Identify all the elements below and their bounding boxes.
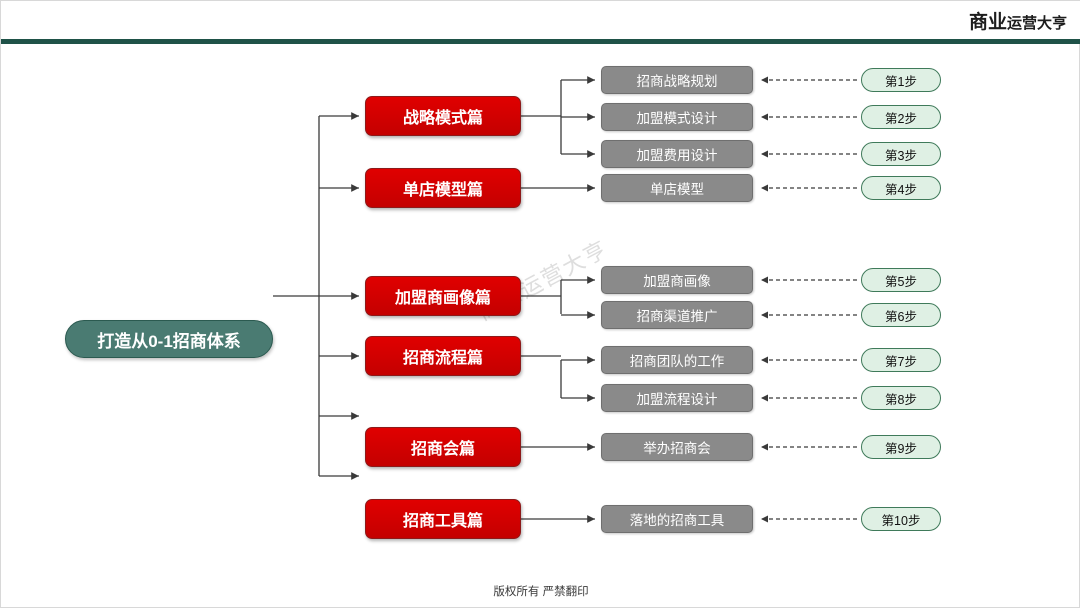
step-badge-4[interactable]: 第4步	[861, 176, 941, 200]
step-badge-label: 第1步	[885, 74, 917, 89]
step-badge-1[interactable]: 第1步	[861, 68, 941, 92]
leaf-node-label: 加盟商画像	[643, 274, 711, 289]
branch-node-3[interactable]: 加盟商画像篇	[365, 276, 521, 316]
leaf-node-label: 落地的招商工具	[629, 513, 725, 528]
branch-node-4[interactable]: 招商流程篇	[365, 336, 521, 376]
step-badge-label: 第3步	[885, 148, 917, 163]
step-badge-10[interactable]: 第10步	[861, 507, 941, 531]
leaf-node-1[interactable]: 招商战略规划	[601, 66, 753, 94]
step-badge-9[interactable]: 第9步	[861, 435, 941, 459]
step-badge-2[interactable]: 第2步	[861, 105, 941, 129]
brand-sub: 运营大亨	[1006, 15, 1067, 32]
step-badge-label: 第5步	[885, 274, 917, 289]
leaf-node-2[interactable]: 加盟模式设计	[601, 103, 753, 131]
leaf-node-5[interactable]: 加盟商画像	[601, 266, 753, 294]
brand-main: 商业	[968, 12, 1007, 33]
leaf-node-label: 招商团队的工作	[629, 354, 725, 369]
step-badge-label: 第4步	[885, 182, 917, 197]
leaf-node-label: 举办招商会	[643, 441, 711, 456]
step-badge-6[interactable]: 第6步	[861, 303, 941, 327]
leaf-node-label: 单店模型	[650, 182, 704, 197]
leaf-node-10[interactable]: 落地的招商工具	[601, 505, 753, 533]
slide-header: 商业运营大亨	[1, 1, 1080, 39]
leaf-node-label: 加盟费用设计	[636, 148, 718, 163]
branch-node-label: 招商会篇	[410, 441, 475, 458]
leaf-node-label: 招商渠道推广	[636, 309, 718, 324]
diagram-canvas: 商业运营大亨	[1, 44, 1080, 564]
leaf-node-label: 招商战略规划	[636, 74, 718, 89]
leaf-node-4[interactable]: 单店模型	[601, 174, 753, 202]
leaf-node-8[interactable]: 加盟流程设计	[601, 384, 753, 412]
step-badge-label: 第9步	[885, 441, 917, 456]
branch-node-label: 加盟商画像篇	[394, 290, 491, 307]
root-node[interactable]: 打造从0-1招商体系	[65, 320, 273, 358]
connector-lines	[273, 76, 857, 523]
copyright-notice: 版权所有 严禁翻印	[493, 586, 589, 598]
leaf-node-3[interactable]: 加盟费用设计	[601, 140, 753, 168]
leaf-node-label: 加盟流程设计	[636, 392, 718, 407]
root-node-label: 打造从0-1招商体系	[97, 331, 241, 351]
branch-node-label: 招商流程篇	[402, 350, 483, 367]
branch-node-label: 战略模式篇	[402, 110, 483, 127]
leaf-node-9[interactable]: 举办招商会	[601, 433, 753, 461]
branch-node-5[interactable]: 招商会篇	[365, 427, 521, 467]
step-badge-label: 第8步	[885, 392, 917, 407]
leaf-node-label: 加盟模式设计	[636, 111, 718, 126]
branch-node-label: 单店模型篇	[402, 182, 483, 199]
step-badge-3[interactable]: 第3步	[861, 142, 941, 166]
step-badge-label: 第6步	[885, 309, 917, 324]
branch-node-1[interactable]: 战略模式篇	[365, 96, 521, 136]
step-badge-label: 第7步	[885, 354, 917, 369]
leaf-node-6[interactable]: 招商渠道推广	[601, 301, 753, 329]
brand-logo: 商业运营大亨	[969, 7, 1067, 34]
branch-node-6[interactable]: 招商工具篇	[365, 499, 521, 539]
step-badge-8[interactable]: 第8步	[861, 386, 941, 410]
header-divider	[1, 39, 1080, 44]
step-badge-label: 第10步	[881, 513, 921, 528]
step-badge-5[interactable]: 第5步	[861, 268, 941, 292]
step-badge-7[interactable]: 第7步	[861, 348, 941, 372]
leaf-node-7[interactable]: 招商团队的工作	[601, 346, 753, 374]
step-badge-label: 第2步	[885, 111, 917, 126]
branch-node-2[interactable]: 单店模型篇	[365, 168, 521, 208]
branch-node-label: 招商工具篇	[402, 513, 483, 530]
